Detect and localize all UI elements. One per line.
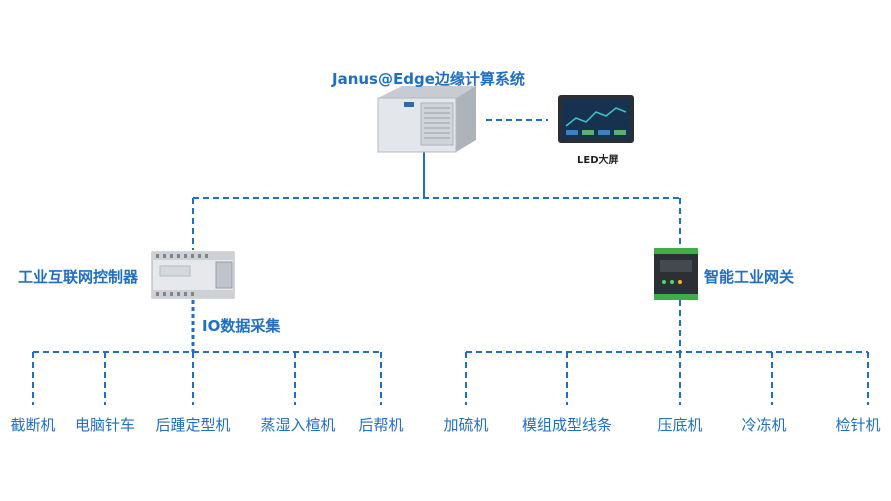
plc-controller-icon xyxy=(151,251,235,299)
gateway-device-icon xyxy=(654,248,698,300)
led-screen-icon xyxy=(558,95,634,143)
leaf-machine: 后踵定型机 xyxy=(155,416,231,434)
leaf-machine: 压底机 xyxy=(657,416,703,434)
io-label: IO数据采集 xyxy=(202,317,281,335)
leaf-machine: 冷冻机 xyxy=(741,416,787,434)
leaf-machine: 加硫机 xyxy=(443,416,489,434)
leaf-machine: 电脑针车 xyxy=(74,416,136,434)
edge-system-title: Janus@Edge边缘计算系统 xyxy=(332,70,525,88)
leaf-machine: 截断机 xyxy=(10,416,56,434)
gateway-title: 智能工业网关 xyxy=(704,268,795,286)
leaf-machine: 蒸湿入楦机 xyxy=(260,416,336,434)
leaf-machine: 后帮机 xyxy=(358,416,404,434)
controller-title: 工业互联网控制器 xyxy=(18,268,139,286)
leaf-machine: 模组成型线条 xyxy=(521,416,613,434)
led-screen-label: LED大屏 xyxy=(577,155,619,166)
leaf-machine: 检针机 xyxy=(835,416,881,434)
edge-server-icon xyxy=(377,86,476,153)
connector-lines xyxy=(32,119,869,405)
